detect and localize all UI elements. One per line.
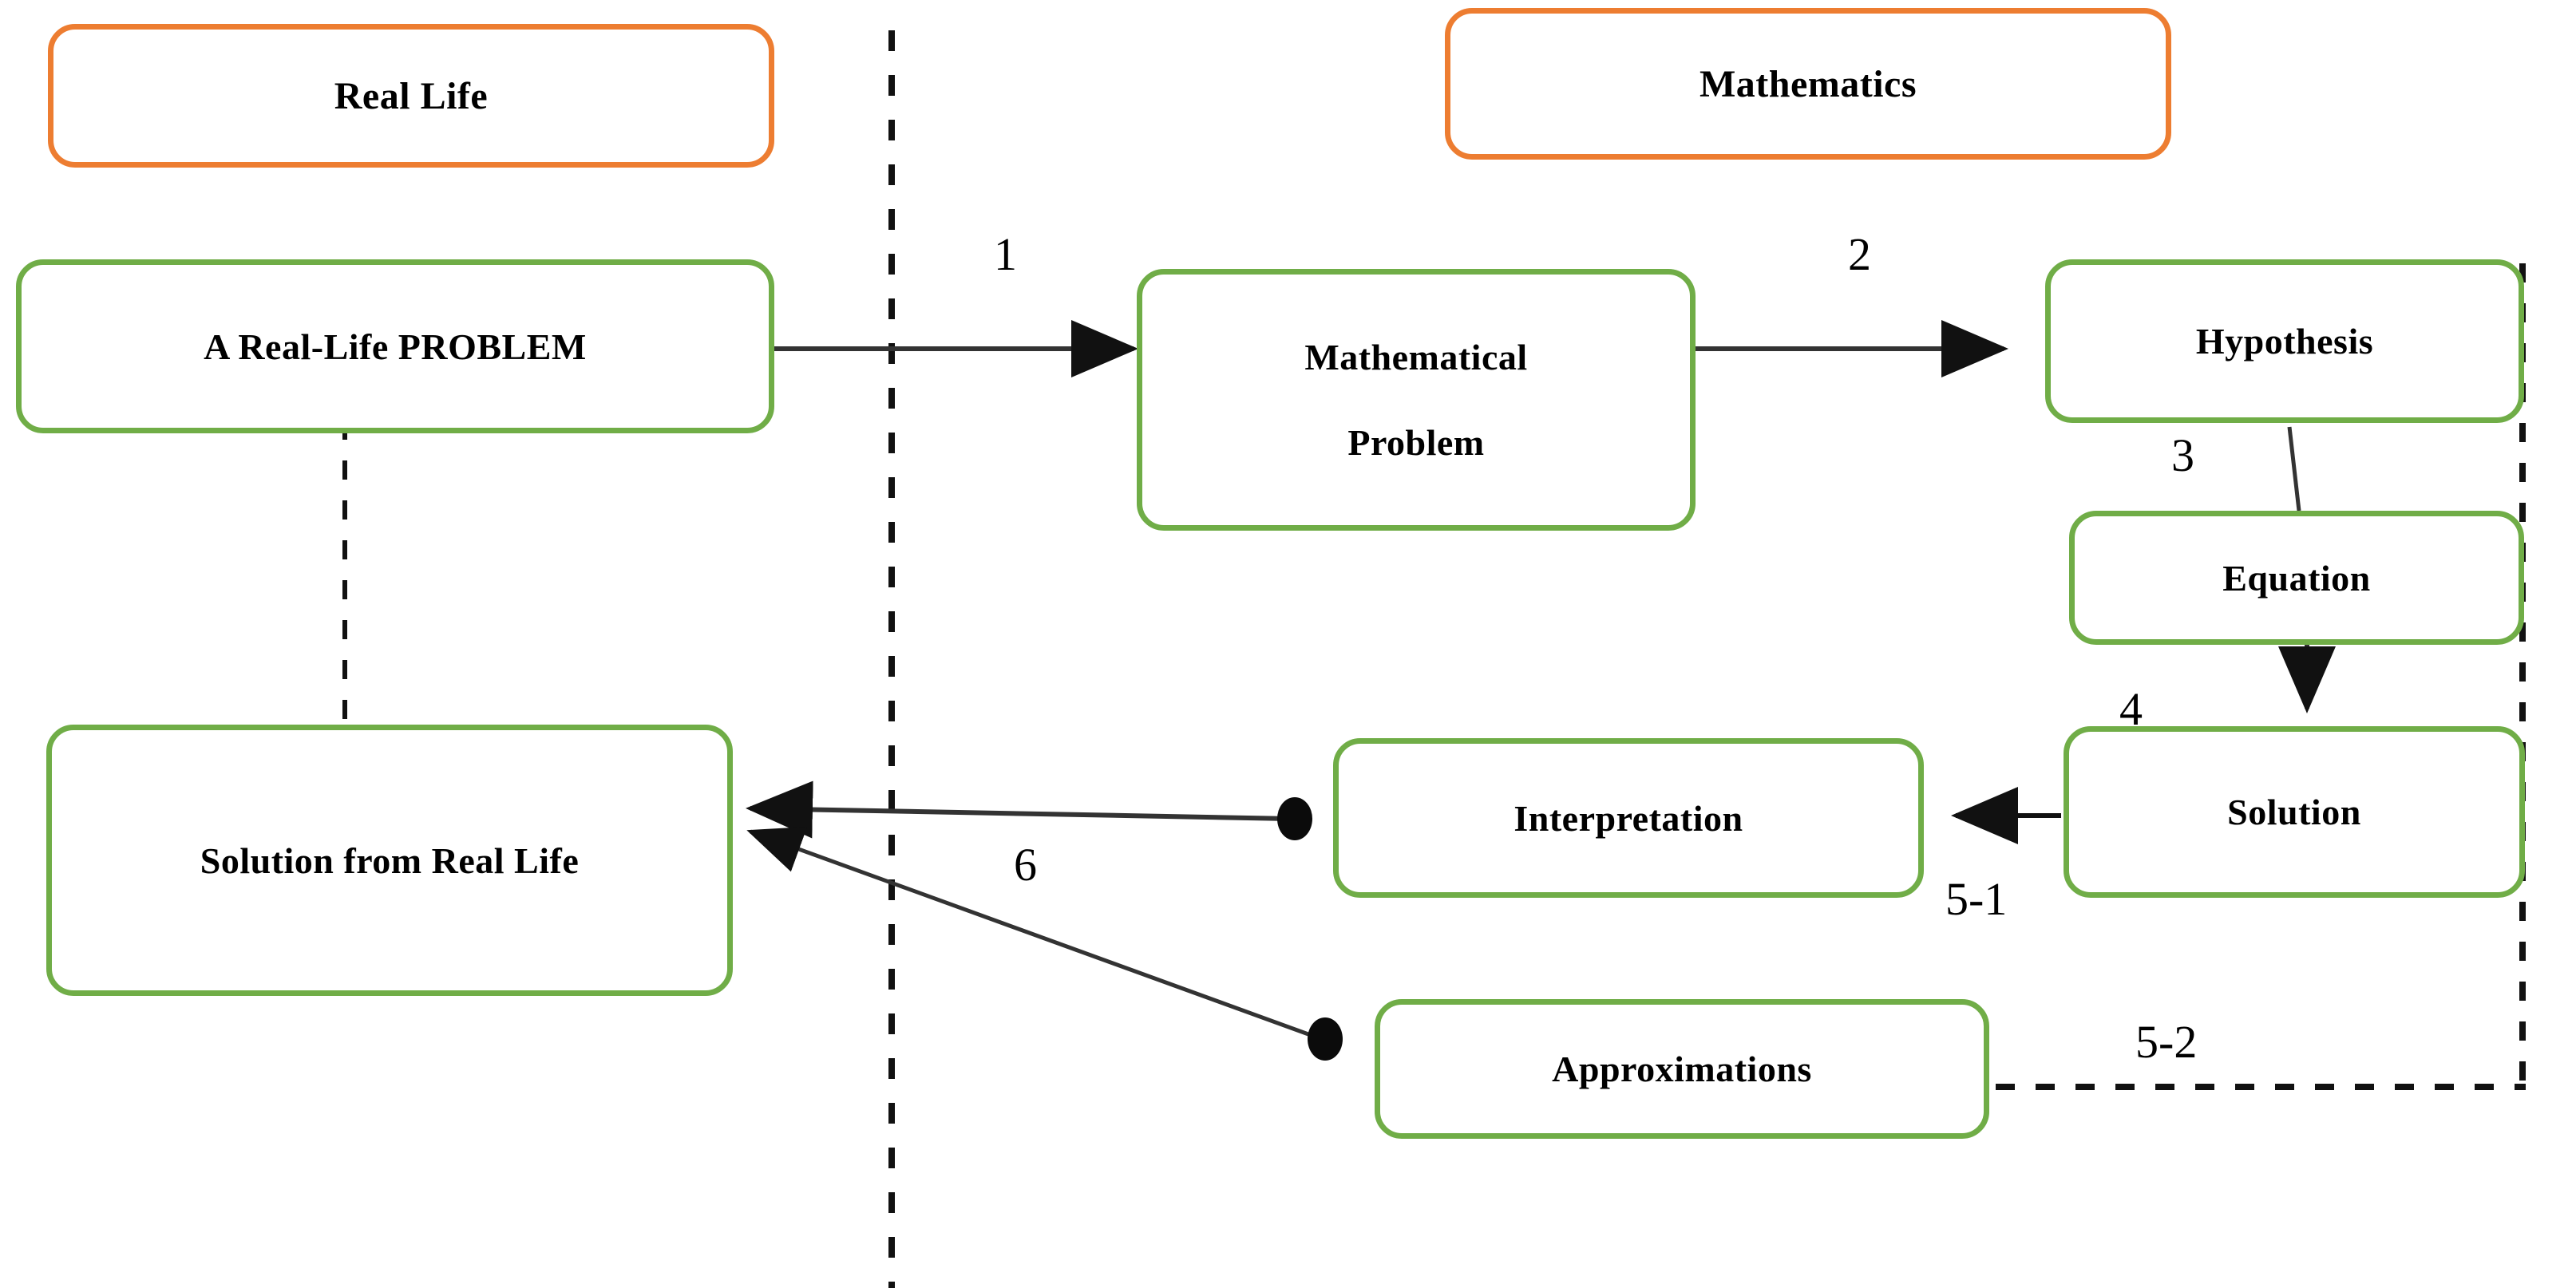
- node-label-interpretation: Interpretation: [1514, 797, 1743, 839]
- edge-label-3: 3: [2171, 429, 2194, 481]
- node-hypothesis[interactable]: Hypothesis: [2045, 259, 2524, 423]
- node-label-approximations: Approximations: [1552, 1049, 1812, 1089]
- edge-label-1: 1: [994, 228, 1017, 280]
- edge-3-line: [2287, 426, 2301, 512]
- node-label-solution-from-real-life: Solution from Real Life: [200, 840, 580, 881]
- domain-box-mathematics[interactable]: Mathematics: [1445, 8, 2171, 160]
- node-label-hypothesis: Hypothesis: [2195, 321, 2374, 362]
- node-solution[interactable]: Solution: [2064, 726, 2525, 898]
- edge-label-5-1: 5-1: [1945, 873, 2008, 925]
- node-label-solution: Solution: [2227, 792, 2361, 832]
- edge-6-source-dot: [1277, 797, 1312, 840]
- edge-6b-line: [746, 827, 1318, 1040]
- edge-label-5-2: 5-2: [2135, 1016, 2198, 1068]
- node-label-mathematical-problem-line2: Problem: [1347, 422, 1485, 463]
- node-label-equation: Equation: [2222, 557, 2371, 599]
- node-label-real-life-problem: A Real-Life PROBLEM: [204, 326, 587, 367]
- node-label-mathematical-problem-line1: Mathematical: [1304, 337, 1528, 377]
- node-interpretation[interactable]: Interpretation: [1333, 738, 1924, 898]
- domain-box-real-life[interactable]: Real Life: [48, 24, 774, 168]
- domain-label-mathematics: Mathematics: [1699, 62, 1917, 105]
- domain-label-real-life: Real Life: [334, 74, 489, 117]
- edge-6b-source-dot: [1308, 1017, 1343, 1061]
- node-equation[interactable]: Equation: [2069, 511, 2524, 645]
- node-mathematical-problem[interactable]: Mathematical Problem: [1137, 269, 1696, 531]
- edge-label-4: 4: [2119, 683, 2143, 735]
- edge-6-line: [746, 780, 1292, 839]
- node-real-life-problem[interactable]: A Real-Life PROBLEM: [16, 259, 774, 433]
- node-approximations[interactable]: Approximations: [1375, 999, 1989, 1139]
- edge-label-6: 6: [1014, 839, 1037, 891]
- edge-label-2: 2: [1848, 228, 1871, 280]
- node-solution-from-real-life[interactable]: Solution from Real Life: [46, 725, 733, 996]
